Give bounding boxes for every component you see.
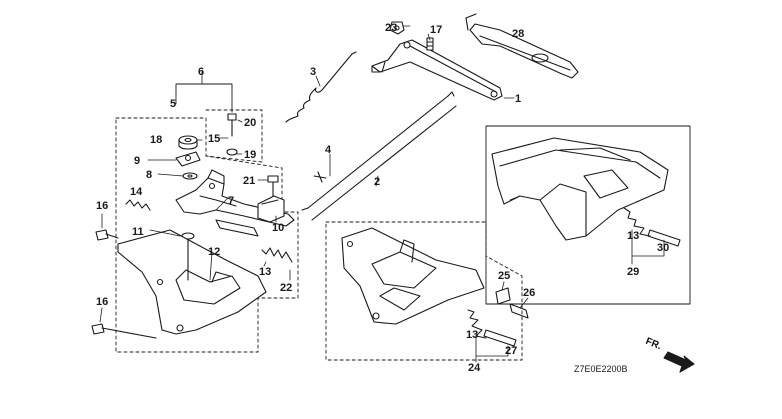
group-bracket-5-6 — [115, 83, 299, 353]
part-label-24: 24 — [468, 362, 481, 374]
part-label-30: 30 — [657, 242, 670, 254]
part-label-18: 18 — [150, 134, 163, 146]
bolt-27-part — [483, 329, 517, 347]
part-label-10: 10 — [272, 222, 285, 234]
part-label-4: 4 — [325, 144, 332, 156]
cover-group — [485, 125, 691, 305]
part-label-14: 14 — [130, 186, 143, 198]
part-label-3: 3 — [310, 66, 317, 78]
front-direction-arrow — [663, 351, 695, 373]
spring-pin-17-part — [426, 37, 434, 51]
part-label-29: 29 — [627, 266, 640, 278]
part-label-16a: 16 — [96, 200, 109, 212]
lever-9-part — [175, 151, 201, 167]
part-label-1: 1 — [515, 93, 522, 105]
nut-23-part — [389, 21, 405, 35]
control-cover-part — [491, 137, 669, 241]
spring-13-left-part — [261, 247, 293, 263]
part-label-17: 17 — [430, 24, 443, 36]
base-plate-12-part — [117, 229, 267, 335]
part-label-9: 9 — [134, 155, 141, 167]
part-label-12: 12 — [208, 246, 221, 258]
part-label-5: 5 — [170, 98, 177, 110]
part-label-23: 23 — [385, 22, 398, 34]
part-label-7: 7 — [228, 195, 235, 207]
control-base-part — [341, 227, 485, 325]
part-label-25: 25 — [498, 270, 511, 282]
spring-14-part — [125, 199, 151, 211]
part-label-19: 19 — [244, 149, 257, 161]
collar-25-part — [495, 287, 511, 305]
washer-8-part — [182, 172, 198, 180]
screw-26-part — [509, 303, 529, 319]
bolt-16-lower-part — [91, 323, 157, 339]
part-label-6: 6 — [198, 66, 205, 78]
part-label-26: 26 — [523, 287, 536, 299]
spring-13-right-part — [623, 207, 651, 237]
leader-lines — [99, 25, 665, 363]
bolt-30-part — [647, 229, 681, 247]
part-label-21: 21 — [243, 175, 256, 187]
part-label-16b: 16 — [96, 296, 109, 308]
diagram-code: Z7E0E2200B — [574, 364, 628, 374]
part-label-28: 28 — [512, 28, 525, 40]
bolt-15-20-19-part — [226, 113, 238, 156]
choke-rod-part — [301, 91, 457, 221]
control-base-group — [325, 221, 523, 361]
part-label-11: 11 — [132, 226, 144, 238]
washer-18-part — [178, 135, 198, 150]
part-label-8: 8 — [146, 169, 153, 181]
arm-7-part — [215, 219, 259, 237]
governor-spring-3-part — [285, 51, 357, 123]
part-label-13-left: 13 — [259, 266, 272, 278]
spring-13-mid-part — [467, 309, 487, 339]
throttle-lever-part — [371, 39, 503, 101]
part-label-22: 22 — [280, 282, 293, 294]
part-label-13-mid: 13 — [466, 329, 479, 341]
part-label-13-right: 13 — [627, 230, 640, 242]
bolt-16-upper-part — [95, 229, 119, 241]
control-bracket-28-part — [465, 13, 579, 79]
part-label-15: 15 — [208, 133, 221, 145]
part-label-27: 27 — [505, 345, 518, 357]
part-label-20: 20 — [244, 117, 257, 129]
bracket-10-part — [257, 195, 285, 223]
screw-21-part — [267, 175, 279, 197]
part-label-2: 2 — [374, 176, 381, 188]
